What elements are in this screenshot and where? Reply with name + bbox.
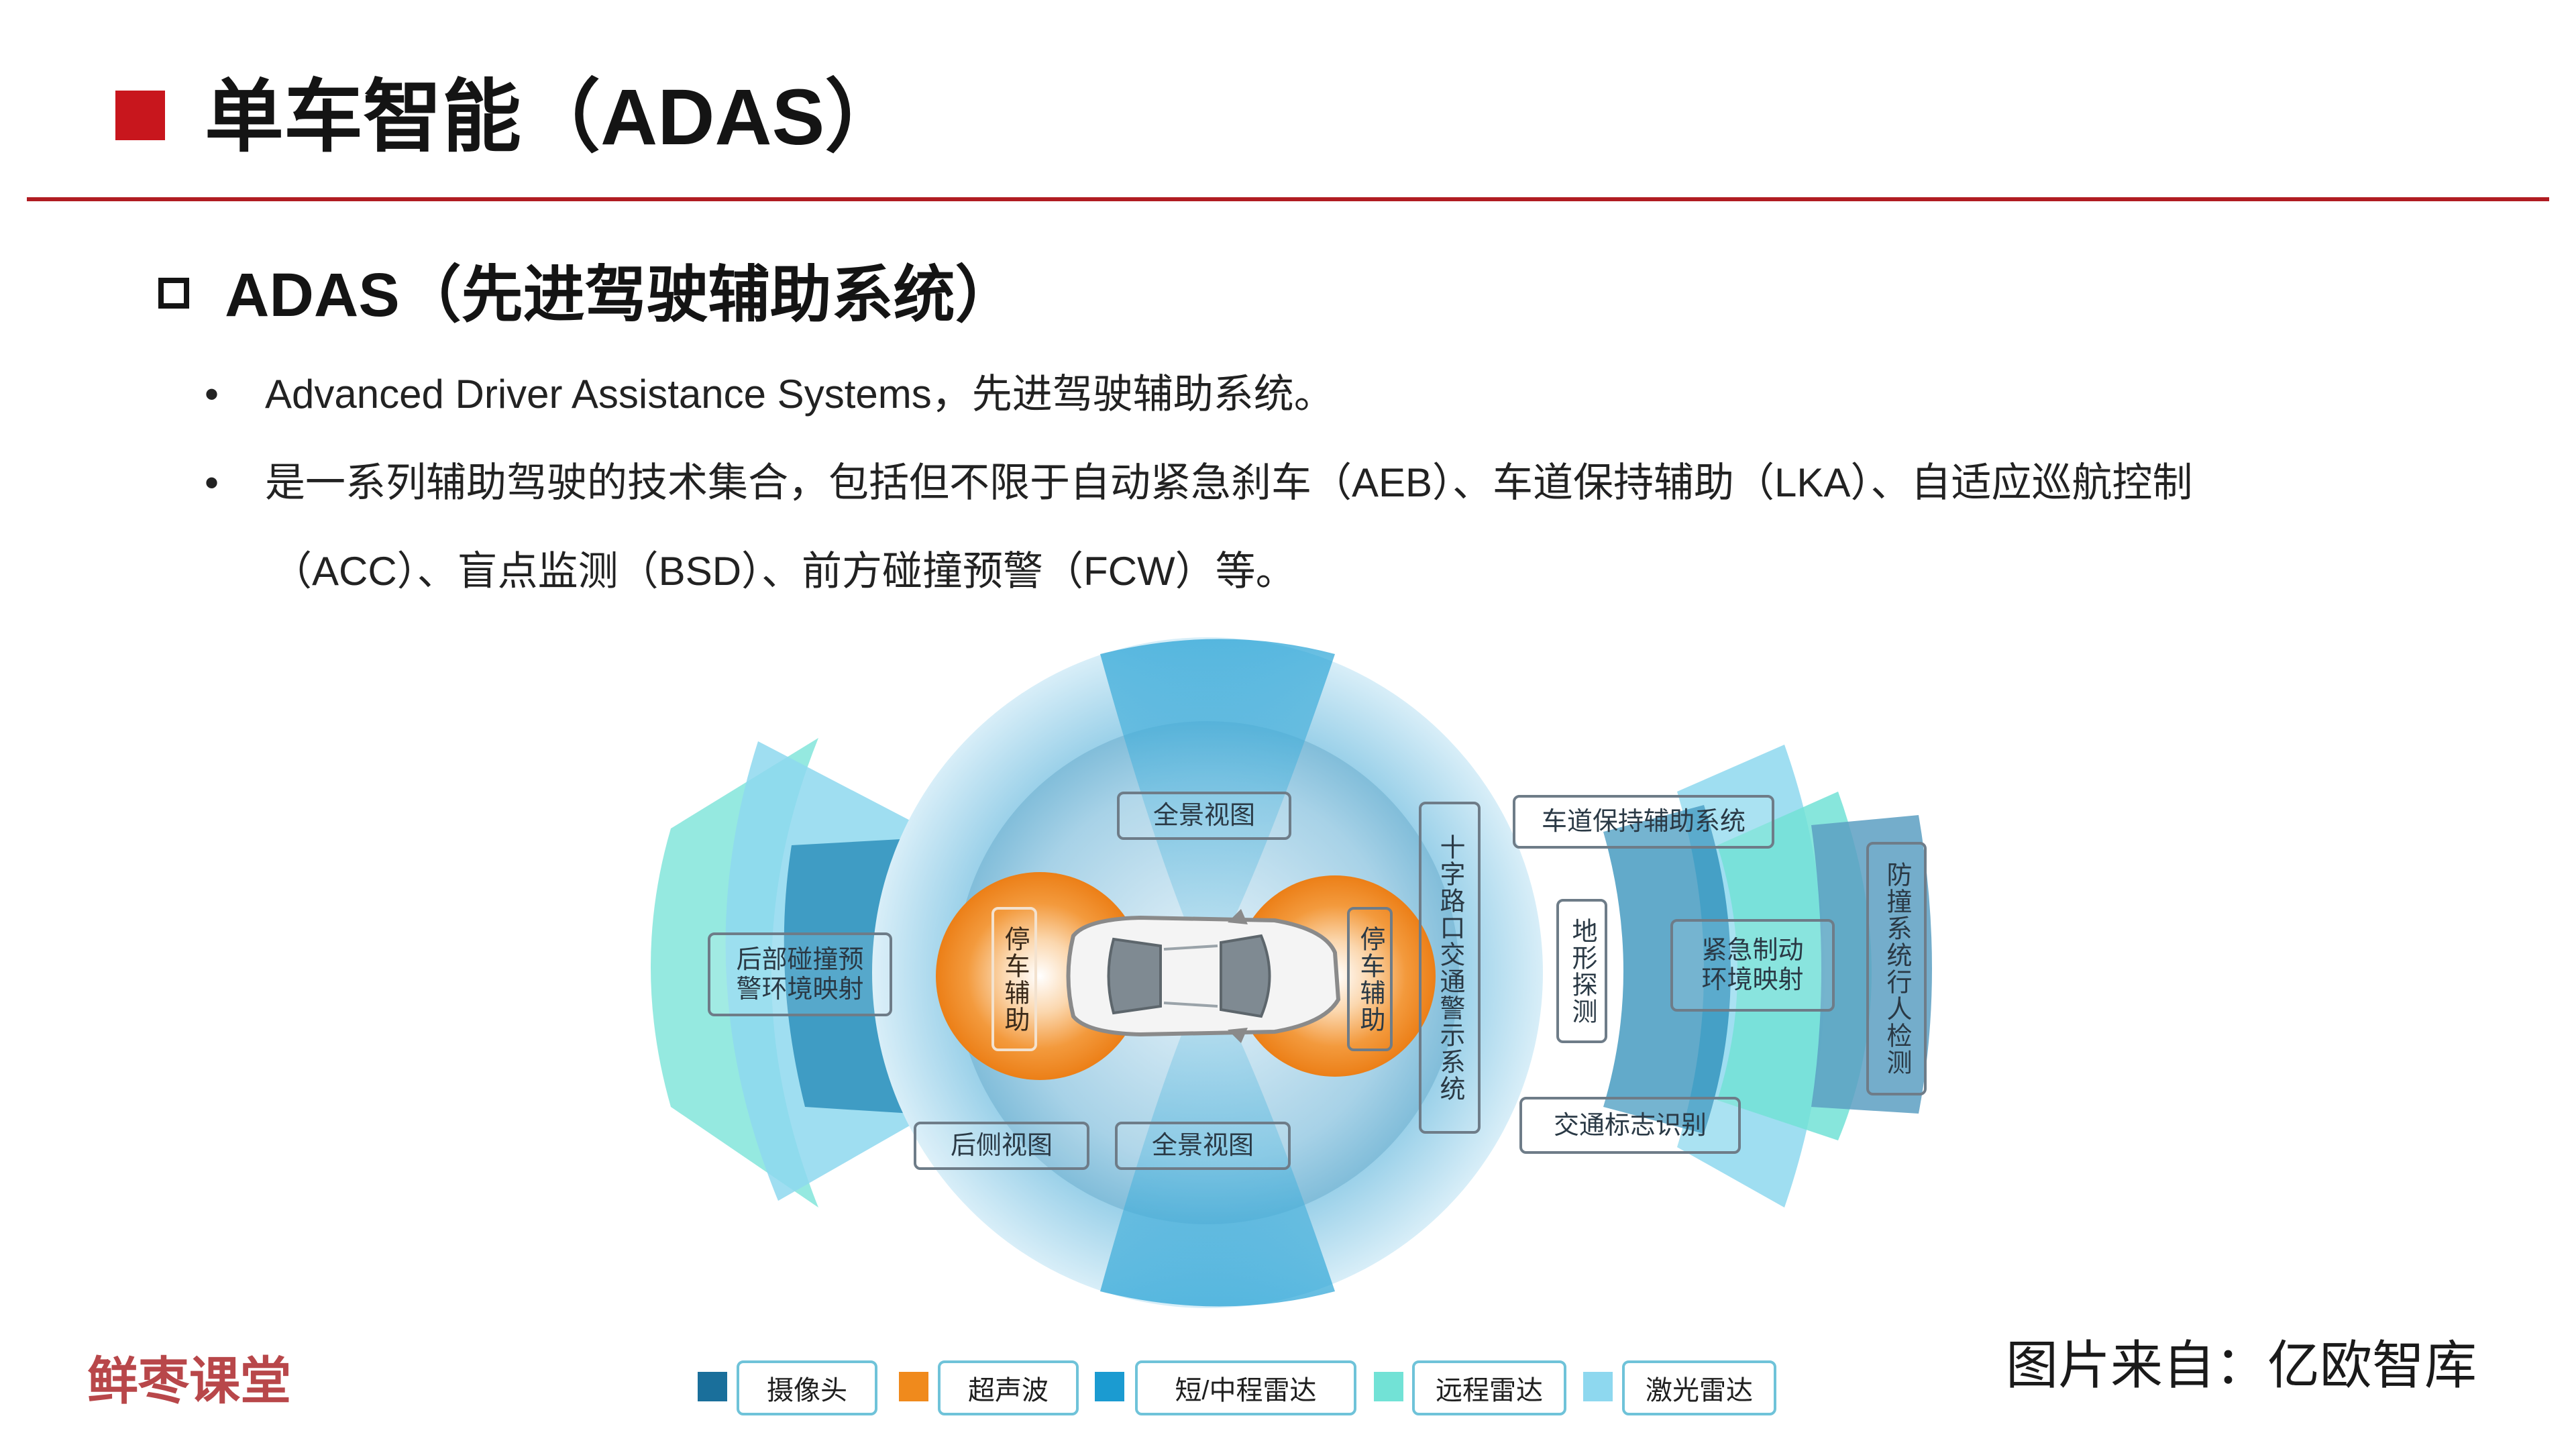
bullet-text: 是一系列辅助驾驶的技术集合，包括但不限于自动紧急刹车（AEB）、车道保持辅助（L… [265,460,2193,505]
section-title: ADAS（先进驾驶辅助系统） [225,261,1017,329]
legend-swatch-ultrasonic [899,1372,928,1401]
legend-swatch-short-mid-radar [1095,1372,1124,1401]
rear-side-view-label: 后侧视图 [914,1122,1089,1170]
legend-label-camera: 摄像头 [737,1360,877,1415]
legend-label-short-mid-radar: 短/中程雷达 [1135,1360,1356,1415]
legend-label-lidar: 激光雷达 [1622,1360,1776,1415]
camera-right-fan [1603,805,1731,1134]
surround-view-bottom-label: 全景视图 [1115,1122,1291,1170]
radar-right-far-fan [1811,815,1932,1114]
terrain-detection-label: 地形探测 [1556,899,1607,1043]
front-top-fan [1100,639,1335,973]
rear-collision-warning-label: 后部碰撞预 警环境映射 [708,932,892,1016]
lane-keeping-assist-label: 车道保持辅助系统 [1513,795,1774,849]
parking-assist-left-label: 停车辅助 [991,907,1037,1051]
legend-swatch-camera [698,1372,727,1401]
brand-logo-text: 鲜枣课堂 [87,1353,291,1410]
legend-label-long-range-radar: 远程雷达 [1412,1360,1566,1415]
emergency-brake-label: 紧急制动 环境映射 [1670,919,1835,1012]
car-icon [1066,909,1341,1043]
traffic-sign-recognition-label: 交通标志识别 [1519,1097,1741,1154]
bullet-text: Advanced Driver Assistance Systems，先进驾驶辅… [265,372,1334,417]
parking-assist-right-label: 停车辅助 [1347,907,1393,1051]
cross-traffic-alert-label: 十字路口交通警示系统 [1419,802,1481,1134]
page-title: 单车智能（ADAS） [205,73,904,162]
section-checkbox-icon [158,278,189,309]
surround-view-top-label: 全景视图 [1117,792,1291,840]
pedestrian-detection-label: 防撞系统行人检测 [1866,842,1927,1095]
bullet-text-continuation: （ACC）、盲点监测（BSD）、前方碰撞预警（FCW）等。 [272,549,1296,594]
front-bottom-fan [1100,973,1335,1307]
header-divider [27,197,2549,201]
image-source-credit: 图片来自：亿欧智库 [2006,1336,2477,1395]
bullet-marker: • [205,460,219,505]
legend-label-ultrasonic: 超声波 [938,1360,1079,1415]
bullet-marker: • [205,372,219,417]
legend-swatch-lidar [1583,1372,1613,1401]
title-marker-square [115,91,165,140]
legend-swatch-long-range-radar [1374,1372,1403,1401]
